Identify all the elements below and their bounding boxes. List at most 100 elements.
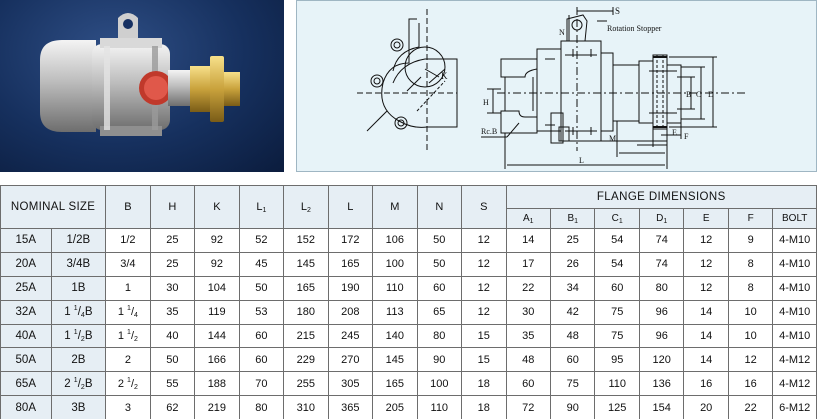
cell-bolt: 4-M10 xyxy=(772,275,817,301)
cell-d1: 120 xyxy=(638,347,685,373)
cell-s: 18 xyxy=(461,395,507,419)
cell-l2: 215 xyxy=(283,323,329,349)
label-h: H xyxy=(483,98,489,107)
label-e: E xyxy=(672,128,677,137)
cell-l1: 50 xyxy=(238,275,285,301)
header-c1: C1 xyxy=(594,208,640,229)
cell-l2: 310 xyxy=(283,395,329,419)
cell-s: 12 xyxy=(461,228,507,253)
cell-e: 20 xyxy=(683,395,729,419)
cell-b: 3/4 xyxy=(105,251,151,277)
cell-l2: 180 xyxy=(283,299,329,325)
header-l: L xyxy=(327,185,374,229)
cell-l2: 229 xyxy=(283,347,329,373)
cell-a1: 14 xyxy=(505,228,552,253)
cell-f: 9 xyxy=(727,228,774,253)
cell-m: 165 xyxy=(372,371,418,397)
cell-bolt: 4-M12 xyxy=(772,371,817,397)
label-b: B xyxy=(686,90,691,99)
cell-d1: 74 xyxy=(638,228,685,253)
cell-n: 110 xyxy=(416,395,463,419)
cell-a1: 72 xyxy=(505,395,552,419)
cell-k: 104 xyxy=(194,275,240,301)
cell-n: 80 xyxy=(416,323,463,349)
cell-b1: 42 xyxy=(549,299,596,325)
cell-a1: 22 xyxy=(505,275,552,301)
cell-b: 3 xyxy=(105,395,151,419)
cell-nominal-a: 25A xyxy=(0,275,52,301)
cell-e: 14 xyxy=(683,347,729,373)
label-s: S xyxy=(615,6,620,16)
cell-f: 10 xyxy=(727,299,774,325)
cell-k: 119 xyxy=(194,299,240,325)
cell-b1: 75 xyxy=(549,371,596,397)
cell-b1: 48 xyxy=(549,323,596,349)
cell-n: 50 xyxy=(416,228,463,253)
cell-nominal-a: 80A xyxy=(0,395,52,419)
cell-bolt: 4-M10 xyxy=(772,299,817,325)
cell-c1: 60 xyxy=(594,275,640,301)
cell-nominal-a: 65A xyxy=(0,371,52,397)
cell-l: 305 xyxy=(327,371,374,397)
cell-m: 106 xyxy=(372,228,418,253)
cell-h: 40 xyxy=(149,323,196,349)
cell-b: 1 xyxy=(105,275,151,301)
header-nominal-size: NOMINAL SIZE xyxy=(0,185,107,229)
header-bolt: BOLT xyxy=(772,208,817,229)
cell-c1: 125 xyxy=(594,395,640,419)
cell-k: 144 xyxy=(194,323,240,349)
cell-bolt: 4-M10 xyxy=(772,228,817,253)
cell-m: 100 xyxy=(372,251,418,277)
header-d1: D1 xyxy=(638,208,685,229)
header-b1: B1 xyxy=(549,208,596,229)
cell-l1: 45 xyxy=(238,251,285,277)
cell-s: 18 xyxy=(461,371,507,397)
cell-c1: 54 xyxy=(594,228,640,253)
cell-a1: 35 xyxy=(505,323,552,349)
cell-a1: 60 xyxy=(505,371,552,397)
cell-b: 1/2 xyxy=(105,228,151,253)
cell-bolt: 4-M12 xyxy=(772,347,817,373)
cell-l: 190 xyxy=(327,275,374,301)
header-e: E xyxy=(683,208,729,229)
cell-e: 14 xyxy=(683,323,729,349)
cell-h: 35 xyxy=(149,299,196,325)
cell-l2: 165 xyxy=(283,275,329,301)
cell-n: 100 xyxy=(416,371,463,397)
cell-a1: 30 xyxy=(505,299,552,325)
dimension-drawing: S Rotation Stopper N K H Rc.B B C D E F … xyxy=(357,6,747,169)
cell-f: 16 xyxy=(727,371,774,397)
cell-n: 65 xyxy=(416,299,463,325)
cell-l1: 80 xyxy=(238,395,285,419)
cell-l2: 152 xyxy=(283,228,329,253)
cell-nominal-b: 2B xyxy=(50,347,107,373)
cell-bolt: 4-M10 xyxy=(772,251,817,277)
cell-b: 1 1/4 xyxy=(105,299,151,325)
cell-c1: 75 xyxy=(594,299,640,325)
cell-c1: 54 xyxy=(594,251,640,277)
cell-l: 165 xyxy=(327,251,374,277)
cell-d1: 80 xyxy=(638,275,685,301)
header-l2: L2 xyxy=(283,185,329,229)
cell-l1: 60 xyxy=(238,323,285,349)
label-rc-b: Rc.B xyxy=(481,127,497,136)
cell-k: 92 xyxy=(194,251,240,277)
label-c: C xyxy=(696,90,701,99)
header-h: H xyxy=(149,185,196,229)
header-n: N xyxy=(416,185,463,229)
cell-nominal-a: 15A xyxy=(0,228,52,253)
cell-h: 55 xyxy=(149,371,196,397)
header-k: K xyxy=(194,185,240,229)
cell-l1: 53 xyxy=(238,299,285,325)
cell-e: 12 xyxy=(683,228,729,253)
cell-m: 205 xyxy=(372,395,418,419)
cell-h: 25 xyxy=(149,228,196,253)
cell-a1: 48 xyxy=(505,347,552,373)
cell-s: 12 xyxy=(461,275,507,301)
cell-e: 12 xyxy=(683,251,729,277)
